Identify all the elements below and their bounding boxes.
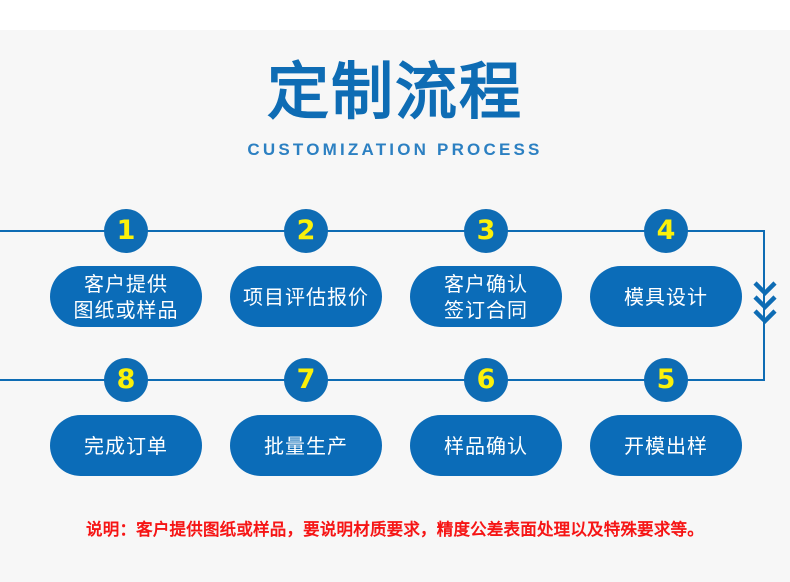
step-pill-8[interactable]: 完成订单 [50, 415, 202, 476]
step-label-6: 样品确认 [444, 433, 528, 458]
page-subtitle: CUSTOMIZATION PROCESS [247, 140, 543, 159]
step-pill-7[interactable]: 批量生产 [230, 415, 382, 476]
step-badge-6: 6 [464, 358, 508, 402]
connector-line-bottom [0, 379, 765, 381]
step-badge-1: 1 [104, 209, 148, 253]
step-label-1: 客户提供 图纸或样品 [73, 271, 179, 322]
step-pill-6[interactable]: 样品确认 [410, 415, 562, 476]
footnote-note: 说明：客户提供图纸或样品，要说明材质要求，精度公差表面处理以及特殊要求等。 [86, 520, 704, 539]
step-badge-5: 5 [644, 358, 688, 402]
step-label-3: 客户确认 签订合同 [444, 271, 528, 322]
header: 定制流程 CUSTOMIZATION PROCESS [0, 56, 790, 160]
step-badge-3: 3 [464, 209, 508, 253]
step-label-8: 完成订单 [84, 433, 168, 458]
step-badge-7: 7 [284, 358, 328, 402]
page-title: 定制流程 [266, 55, 523, 128]
step-badge-8: 8 [104, 358, 148, 402]
step-badge-2: 2 [284, 209, 328, 253]
step-pill-4[interactable]: 模具设计 [590, 266, 742, 327]
step-label-7: 批量生产 [264, 433, 348, 458]
step-label-4: 模具设计 [624, 284, 708, 309]
step-pill-3[interactable]: 客户确认 签订合同 [410, 266, 562, 327]
double-chevron-down-icon [752, 280, 778, 326]
step-badge-4: 4 [644, 209, 688, 253]
step-pill-2[interactable]: 项目评估报价 [230, 266, 382, 327]
connector-line-top [0, 230, 765, 232]
step-pill-5[interactable]: 开模出样 [590, 415, 742, 476]
step-label-5: 开模出样 [624, 433, 708, 458]
step-pill-1[interactable]: 客户提供 图纸或样品 [50, 266, 202, 327]
step-label-2: 项目评估报价 [243, 284, 369, 309]
